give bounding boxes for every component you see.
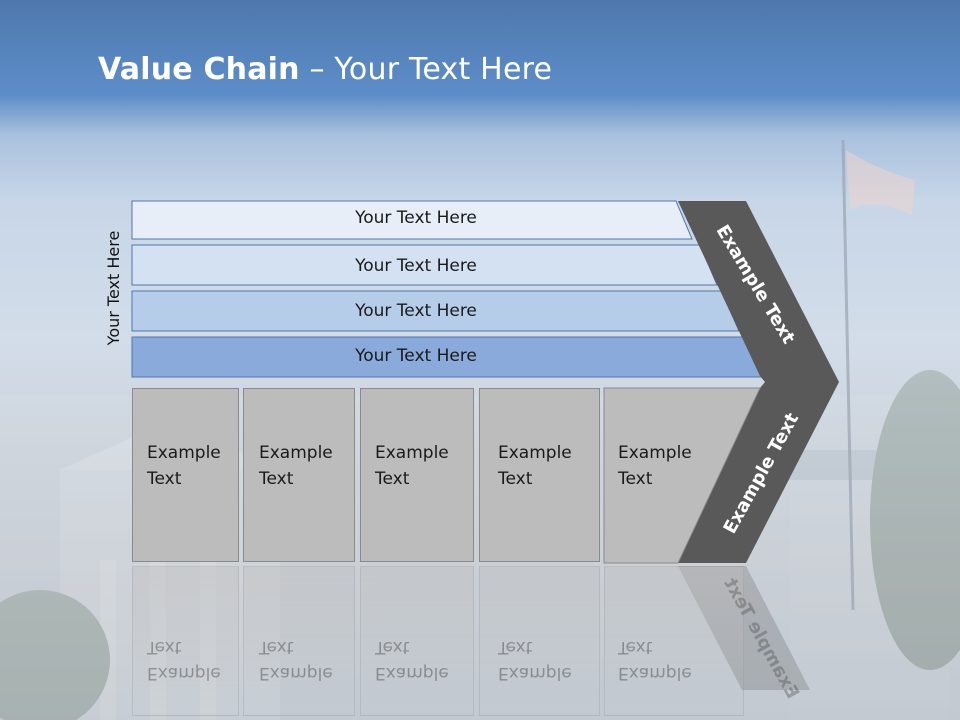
- title-rest: – Your Text Here: [299, 52, 553, 87]
- support-bar-label-2: Your Text Here: [355, 256, 477, 276]
- activity-box-5: [603, 387, 761, 564]
- activity-reflection-3: [360, 566, 474, 716]
- support-bar-1: [131, 200, 693, 240]
- activity-box-2: [243, 388, 355, 562]
- activity-reflection-4: [479, 566, 600, 716]
- slide-title: Value Chain – Your Text Here: [98, 52, 552, 87]
- activity-reflection-1: [132, 566, 239, 716]
- activity-reflection-5: [604, 566, 744, 716]
- support-bar-2: [131, 244, 718, 286]
- activity-reflection-2: [243, 566, 355, 716]
- activity-box-3: [360, 388, 474, 562]
- support-bar-label-1: Your Text Here: [355, 208, 477, 228]
- activity-box-4: [479, 388, 600, 562]
- support-bar-label-3: Your Text Here: [355, 301, 477, 321]
- support-bar-label-4: Your Text Here: [355, 346, 477, 366]
- chevron-reflection: [678, 566, 810, 690]
- value-chevron: [678, 201, 839, 563]
- activity-box-1: [132, 388, 239, 562]
- title-bold: Value Chain: [98, 52, 300, 87]
